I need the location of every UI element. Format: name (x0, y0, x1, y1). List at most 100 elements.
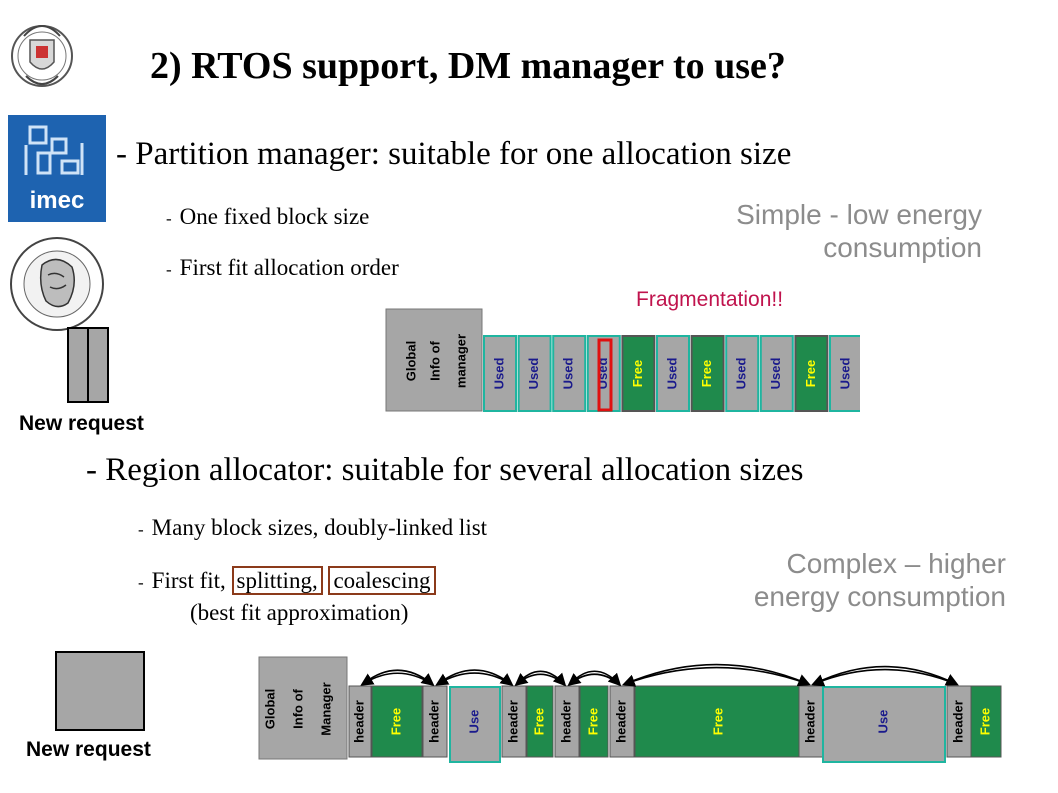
block-label: header (613, 700, 628, 743)
used-block (552, 335, 587, 412)
partition-bullet-1: -One fixed block size (166, 204, 369, 230)
region-heading: - Region allocator: suitable for several… (86, 452, 804, 488)
region-new-request-block (55, 651, 145, 731)
free-block (371, 685, 423, 758)
fragmentation-label: Fragmentation!! (636, 288, 784, 311)
block-label: Used (664, 358, 679, 390)
used-block (517, 335, 552, 412)
bullet-dash: - (166, 209, 172, 228)
prev-pointer-arrow (621, 666, 809, 687)
global-info-line: manager (453, 334, 468, 388)
use-block (822, 686, 946, 763)
region-note: Complex – higher energy consumption (626, 547, 1006, 613)
global-info-line: Global (262, 689, 277, 729)
bullet-dash: - (138, 573, 144, 592)
partition-new-request-block (67, 327, 109, 403)
partition-heading: - Partition manager: suitable for one al… (116, 136, 792, 172)
block-label: Free (630, 360, 645, 387)
block-label: Use (875, 710, 890, 734)
global-info-line: Global (403, 341, 418, 381)
global-info-line: Info of (427, 340, 442, 380)
header-block (348, 685, 372, 758)
block-label: Free (803, 360, 818, 387)
splitting-highlight: splitting, (231, 566, 323, 595)
note-line: consumption (823, 232, 982, 263)
free-block (794, 335, 829, 412)
next-pointer-arrow (516, 670, 567, 687)
partition-note: Simple - low energy consumption (622, 198, 982, 264)
note-line: energy consumption (753, 581, 1006, 612)
free-block (970, 685, 1002, 758)
block-label: Used (768, 358, 783, 390)
block-label: Used (837, 358, 852, 390)
block-label: header (950, 700, 965, 743)
block-label: Free (710, 708, 725, 735)
used-block (829, 335, 860, 412)
header-block (554, 685, 580, 758)
fragmentation-highlight (597, 338, 613, 412)
bullet-text-first-fit: First fit, (151, 568, 226, 593)
used-block (586, 335, 621, 412)
global-info-line: Info of (290, 688, 305, 728)
note-line: Complex – higher (786, 548, 1006, 579)
partition-blocks-diagram: Global Info of manager Used Used Used Used Free… (385, 308, 860, 412)
block-label: Free (585, 708, 600, 735)
block-label: header (558, 700, 573, 743)
imec-logo: imec (8, 115, 106, 222)
global-info-box (385, 308, 483, 412)
region-blocks-diagram: Global Info of Manager header Free header Use h… (258, 656, 1002, 763)
block-label: Used (595, 358, 610, 390)
header-block (422, 685, 448, 758)
header-block (609, 685, 635, 758)
region-bullet-2-sub: (best fit approximation) (190, 600, 409, 625)
prev-pointer-arrow (360, 672, 433, 686)
prev-pointer-arrow (514, 672, 565, 687)
note-line: Simple - low energy (736, 199, 982, 230)
prev-pointer-arrow (567, 673, 620, 686)
used-block (656, 335, 690, 412)
free-block (690, 335, 725, 412)
block-label: Used (734, 358, 749, 390)
block-label: header (351, 700, 366, 743)
free-block (621, 335, 656, 412)
block-label: header (426, 700, 441, 743)
page-title: 2) RTOS support, DM manager to use? (150, 45, 786, 87)
header-block (501, 685, 527, 758)
region-new-request-label: New request (26, 738, 151, 761)
bullet-dash: - (138, 520, 144, 539)
block-label: Free (531, 708, 546, 735)
bullet-dash: - (166, 260, 172, 279)
coalescing-highlight: coalescing (328, 566, 436, 595)
bullet-text: One fixed block size (179, 204, 370, 229)
next-pointer-arrow (437, 669, 514, 686)
global-info-box (258, 656, 348, 760)
region-bullet-1: -Many block sizes, doubly-linked list (138, 515, 487, 541)
next-pointer-arrow (813, 665, 959, 686)
svg-text:imec: imec (30, 187, 85, 214)
bullet-text: Many block sizes, doubly-linked list (151, 515, 488, 540)
block-label: Used (561, 358, 576, 390)
free-block (526, 685, 554, 758)
global-info-line: Manager (318, 682, 333, 735)
region-bullet-2: -First fit, splitting, coalescing (138, 566, 436, 595)
partition-bullet-2: -First fit allocation order (166, 255, 399, 281)
next-pointer-arrow (624, 663, 811, 687)
used-block (483, 335, 517, 412)
next-pointer-arrow (569, 670, 622, 687)
partition-new-request-label: New request (19, 412, 144, 435)
used-block (759, 335, 794, 412)
used-block (725, 335, 760, 412)
block-label: Use (466, 710, 481, 734)
prev-pointer-arrow (435, 672, 512, 686)
block-label: Free (977, 708, 992, 735)
free-block (634, 685, 804, 758)
header-block (946, 685, 972, 758)
prev-pointer-arrow (811, 668, 957, 687)
block-label: Used (526, 358, 541, 390)
block-label: header (802, 700, 817, 743)
block-label: Used (491, 358, 506, 390)
bullet-text: First fit allocation order (179, 255, 399, 280)
free-block (579, 685, 609, 758)
duth-seal-logo (10, 237, 104, 331)
use-block (449, 686, 501, 763)
